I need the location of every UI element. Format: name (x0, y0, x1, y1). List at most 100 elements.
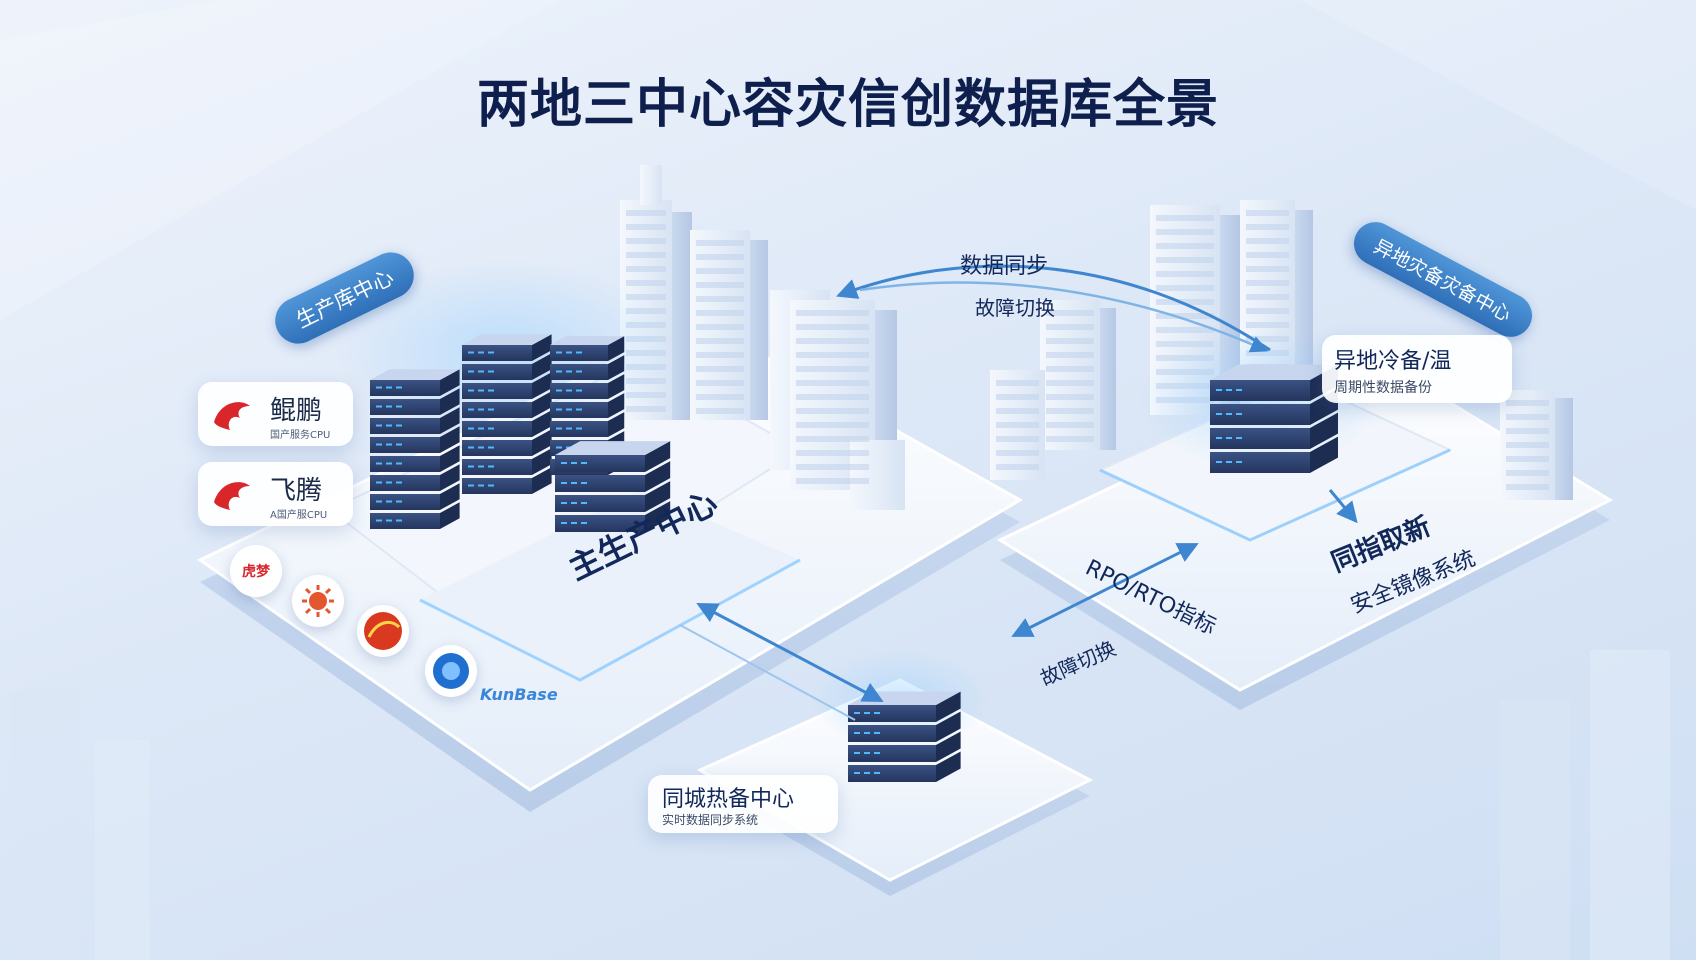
building-window (696, 352, 744, 358)
rack-unit-side (645, 441, 671, 472)
building-window (996, 394, 1039, 400)
rack-led (874, 752, 880, 754)
rack-unit (462, 421, 532, 437)
building-window (1246, 294, 1289, 300)
building-window (696, 324, 744, 330)
rack-led (556, 370, 562, 373)
rack-unit-side (608, 336, 625, 361)
rack-led (874, 732, 880, 734)
building-window (796, 464, 869, 470)
building-window (1156, 229, 1214, 235)
rack-led (556, 427, 562, 430)
rack-led (566, 408, 572, 411)
rack-unit-side (645, 501, 671, 532)
rack-led (468, 484, 474, 487)
connection-arrows (679, 264, 1358, 721)
building-window (996, 408, 1039, 414)
building-window (696, 254, 744, 260)
rack-led (561, 482, 567, 484)
rack-led (478, 446, 484, 449)
rack-unit-side (440, 426, 460, 453)
rack-unit (370, 456, 440, 472)
rack-led (566, 370, 572, 373)
rack-unit-side (440, 483, 460, 510)
rack-unit (555, 495, 645, 512)
building-window (1046, 422, 1094, 428)
rack-led (571, 482, 577, 484)
building-window (696, 282, 744, 288)
rack-led (1226, 461, 1232, 463)
rack-unit-side (532, 372, 552, 399)
building-window (796, 436, 869, 442)
city-buildings (620, 165, 1573, 510)
rack-unit-side (936, 731, 961, 762)
rack-led (478, 484, 484, 487)
rack-unit (1210, 428, 1310, 449)
rack-unit-side (532, 429, 552, 456)
rack-led (571, 462, 577, 464)
rack-led (864, 772, 870, 774)
building-window (626, 252, 666, 258)
feiteng-logo-icon (210, 472, 254, 516)
server-rack-4 (555, 441, 671, 532)
building-window (796, 380, 869, 386)
building-window (1246, 280, 1289, 286)
rack-unit (555, 455, 645, 472)
building-window (1506, 428, 1549, 434)
rack-led (874, 712, 880, 714)
rack-led (874, 772, 880, 774)
rack-unit (370, 437, 440, 453)
rack-led (386, 443, 392, 446)
rack-led (488, 408, 494, 411)
building-window (626, 224, 666, 230)
rack-unit-side (532, 410, 552, 437)
rack-top (555, 441, 671, 455)
rack-led (376, 405, 382, 408)
rack-led (396, 424, 402, 427)
rack-led (1226, 413, 1232, 415)
rack-led (376, 462, 382, 465)
rack-unit (462, 364, 532, 380)
building-window (696, 366, 744, 372)
building-window (696, 268, 744, 274)
rack-led (386, 462, 392, 465)
vendor-card-kunpeng: 鲲鹏 国产服务CPU (198, 382, 353, 446)
building-window (1046, 310, 1094, 316)
building-window (1156, 243, 1214, 249)
vendor-name: 鲲鹏 (270, 396, 323, 426)
rack-led (386, 405, 392, 408)
rack-led (468, 427, 474, 430)
building-window (696, 380, 744, 386)
rack-unit-side (440, 407, 460, 434)
rack-led (468, 389, 474, 392)
rack-unit (555, 475, 645, 492)
building-window (626, 238, 666, 244)
building-window (626, 294, 666, 300)
rack-unit (462, 383, 532, 399)
rack-unit (370, 513, 440, 529)
building-window (796, 324, 869, 330)
vendor-sub: A国产服CPU (270, 510, 328, 521)
building-window (1156, 215, 1214, 221)
rack-led (468, 370, 474, 373)
rack-led (396, 481, 402, 484)
building-window (1246, 322, 1289, 328)
rack-led (571, 522, 577, 524)
building-window (796, 352, 869, 358)
rack-led (396, 500, 402, 503)
rack-led (468, 351, 474, 354)
rack-led (488, 446, 494, 449)
page-title: 两地三中心容灾信创数据库全景 (476, 75, 1219, 135)
rack-led (566, 427, 572, 430)
building-window (696, 338, 744, 344)
rack-led (581, 482, 587, 484)
rack-led (854, 772, 860, 774)
rack-led (396, 462, 402, 465)
building-window (796, 310, 869, 316)
server-rack-local (848, 691, 961, 782)
rack-led (556, 408, 562, 411)
rack-unit (848, 745, 936, 762)
rack-led (571, 502, 577, 504)
rack-led (581, 462, 587, 464)
rack-led (561, 522, 567, 524)
